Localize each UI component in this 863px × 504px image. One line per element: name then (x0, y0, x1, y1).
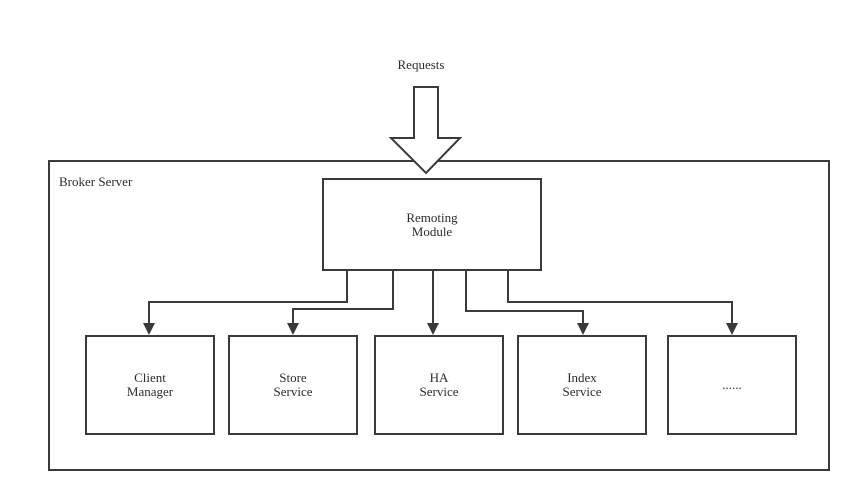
connector-store-service-hline (292, 308, 394, 310)
requests-arrow-icon (388, 86, 463, 175)
service-label-line1: Client (134, 370, 166, 385)
arrowhead-store-service-icon (287, 323, 299, 335)
broker-server-label: Broker Server (59, 174, 133, 189)
connector-ha-service-drop (432, 271, 434, 325)
service-label-line1: ...... (722, 377, 742, 392)
remoting-module-label-line2: Module (411, 223, 453, 239)
connector-client-manager-stub (346, 271, 348, 303)
service-label-line2: Service (562, 384, 602, 399)
service-box-index-service: Index Service (517, 335, 647, 435)
service-label-line2: Manager (126, 384, 174, 399)
arrowhead-more-services-icon (726, 323, 738, 335)
connector-more-services-drop (731, 301, 733, 325)
connector-store-service-stub (392, 271, 394, 310)
connector-client-manager-hline (148, 301, 348, 303)
connector-client-manager-drop (148, 301, 150, 325)
connector-more-services-stub (507, 271, 509, 303)
remoting-module-box: Remoting Module (322, 178, 542, 271)
service-label-line1: Index (567, 370, 597, 385)
service-box-client-manager: Client Manager (85, 335, 215, 435)
arrowhead-index-service-icon (577, 323, 589, 335)
service-label-line1: Store (279, 370, 307, 385)
arrowhead-client-manager-icon (143, 323, 155, 335)
service-label-line2: Service (419, 384, 459, 399)
arrowhead-ha-service-icon (427, 323, 439, 335)
requests-label: Requests (397, 57, 445, 72)
service-box-store-service: Store Service (228, 335, 358, 435)
connector-index-service-drop (582, 310, 584, 325)
connector-index-service-hline (465, 310, 584, 312)
service-label-line1: HA (429, 370, 449, 385)
service-label-line2: Service (273, 384, 313, 399)
connector-store-service-drop (292, 308, 294, 325)
service-box-ha-service: HA Service (374, 335, 504, 435)
service-box-more-services: ...... (667, 335, 797, 435)
connector-more-services-hline (507, 301, 733, 303)
connector-index-service-stub (465, 271, 467, 312)
remoting-module-label-line1: Remoting (406, 209, 458, 225)
